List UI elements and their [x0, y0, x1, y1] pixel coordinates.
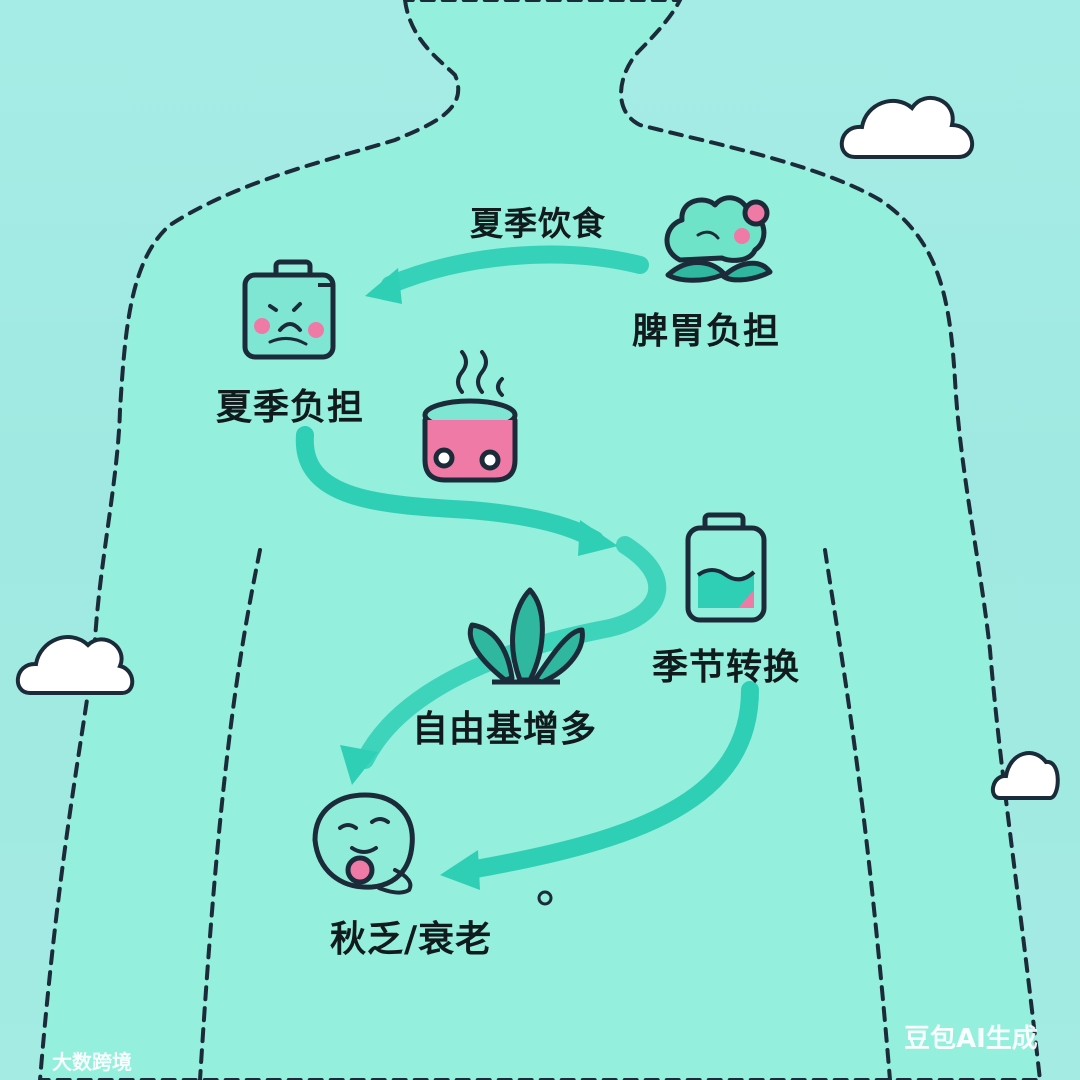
label-spleen-burden: 脾胃负担 — [632, 302, 780, 354]
cloud-icon — [842, 98, 972, 157]
pink-flower-cloud-icon — [667, 198, 770, 280]
watermark-bottom-left: 大数跨境 — [52, 1046, 132, 1075]
label-summer-diet: 夏季饮食 — [470, 197, 606, 245]
label-season-change: 季节转换 — [652, 638, 800, 690]
label-free-radicals: 自由基增多 — [412, 700, 597, 752]
watermark-bottom-right: 豆包AI生成 — [904, 1018, 1038, 1055]
sad-box-icon — [245, 262, 333, 357]
label-summer-burden: 夏季负担 — [216, 378, 364, 430]
body-silhouette — [40, 0, 1040, 1080]
battery-bottle-icon — [688, 515, 764, 620]
cloud-icon — [18, 637, 132, 693]
label-autumn-fatigue: 秋乏/衰老 — [330, 910, 492, 962]
